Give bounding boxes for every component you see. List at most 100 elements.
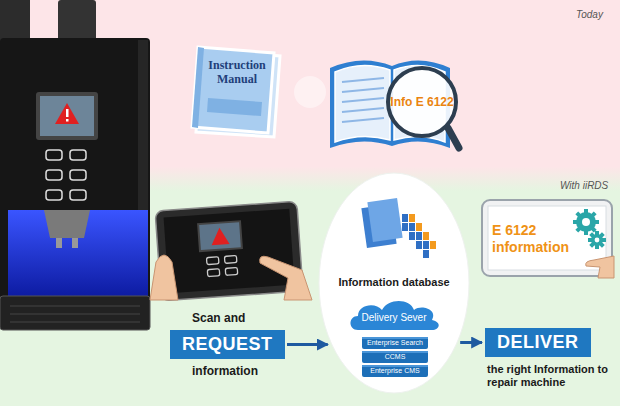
result-tablet-shape-part — [582, 218, 590, 226]
scanning-tablet-part-part-part — [207, 269, 219, 277]
band-label: Today — [576, 9, 603, 21]
coffee-machine-part-part — [10, 306, 140, 307]
coffee-machine-part — [55, 103, 79, 124]
coffee-machine-part — [10, 306, 140, 322]
scanning-tablet-part-part — [155, 201, 303, 301]
book-magnifier: Info E 6122 — [326, 42, 462, 154]
result-tablet-shape-part — [586, 256, 614, 278]
server-label: Enterprise Search — [362, 339, 428, 347]
database-ellipse-shape-part — [362, 351, 428, 363]
book-magnifier-shape-part — [342, 108, 384, 112]
coffee-machine-part — [36, 92, 98, 140]
node-text: Scan and — [192, 311, 245, 325]
database-ellipse-shape-part — [416, 241, 422, 249]
database-ellipse-shape-part — [430, 241, 436, 249]
database-ellipse: Information databaseDelivery Sever — [318, 172, 470, 394]
scanning-tablet-part-part — [210, 227, 229, 245]
server-label: Enterprise CMS — [362, 367, 428, 375]
deliver-box: DELIVERthe right Information to repair m… — [485, 328, 591, 357]
database-ellipse-shape-part — [416, 223, 422, 231]
scanning-tablet-part-part-part — [225, 268, 237, 276]
database-ellipse-shape-part — [362, 351, 428, 353]
coffee-machine-part — [8, 210, 148, 298]
database-ellipse-shape-part — [402, 214, 408, 222]
coffee-machine-part — [40, 96, 94, 136]
coffee-machine-part — [46, 150, 86, 200]
database-ellipse-shape-part — [362, 365, 428, 367]
database-ellipse-shape-part — [409, 214, 415, 222]
scanning-tablet-part-part — [164, 209, 295, 294]
delivery-cloud: Delivery Sever — [346, 296, 442, 332]
coffee-machine-part — [66, 119, 69, 122]
coffee-machine-part-part — [70, 190, 86, 200]
database-ellipse-shape-part — [409, 223, 415, 231]
database-ellipse-shape-part — [423, 232, 429, 240]
coffee-machine-part-part — [46, 150, 62, 160]
manual-icon: Instruction Manual — [188, 44, 284, 138]
database-ellipse-shape-part — [423, 250, 429, 258]
database-ellipse-shape-part — [362, 365, 428, 377]
database-ellipse-shape-part — [362, 337, 428, 339]
scanning-tablet-part-part-part — [224, 256, 236, 264]
scanning-tablet-part-part-part — [206, 257, 218, 265]
manual-icon-shape-part — [192, 47, 274, 133]
database-ellipse-shape-part — [319, 173, 469, 393]
manual-icon-shape-part — [192, 47, 204, 128]
node-text: the right Information to repair machine — [487, 363, 611, 389]
result-tablet-shape-part — [488, 206, 606, 270]
result-tablet: E 6122 information — [480, 198, 614, 278]
box-title: DELIVER — [497, 332, 579, 353]
band-label: With iiRDS — [560, 180, 608, 192]
coffee-machine-part — [56, 238, 62, 248]
box-title: REQUEST — [182, 334, 273, 355]
node-text: information — [192, 364, 258, 378]
database-ellipse-shape-part — [362, 337, 428, 349]
coffee-machine-part-part — [46, 170, 62, 180]
result-tablet-shape-part — [576, 212, 596, 232]
scanning-tablet-part — [150, 255, 178, 300]
node-text: E 6122 information — [492, 222, 578, 256]
book-magnifier-shape-part — [388, 68, 456, 136]
node-text: Delivery Sever — [346, 312, 442, 324]
coffee-machine — [0, 0, 150, 330]
coffee-machine-part — [0, 296, 150, 330]
coffee-machine-part — [0, 38, 150, 300]
book-magnifier-shape-part — [342, 118, 384, 122]
coffee-machine-part-part — [70, 150, 86, 160]
coffee-machine-part — [44, 210, 90, 238]
database-ellipse-shape-part — [423, 241, 429, 249]
result-tablet-shape-part — [591, 234, 603, 246]
soft-glow — [294, 76, 326, 108]
server-label: CCMS — [362, 353, 428, 361]
scanning-tablet-part — [155, 201, 303, 301]
scanning-tablet-part-part — [198, 221, 242, 251]
scanning-tablet-part-part — [206, 256, 237, 277]
database-ellipse-shape-part — [402, 223, 408, 231]
node-text: Information database — [318, 276, 470, 289]
manual-icon-shape-part — [207, 98, 262, 116]
coffee-machine-part-part — [10, 322, 140, 323]
coffee-machine-part — [72, 238, 78, 248]
node-text: Instruction Manual — [204, 58, 270, 87]
book-magnifier-shape-part — [342, 88, 384, 92]
book-magnifier-shape-part — [335, 65, 390, 142]
database-ellipse-shape-part — [409, 232, 415, 240]
flow-arrow — [460, 341, 482, 344]
coffee-machine-part — [66, 109, 69, 117]
node-text: Info E 6122 — [390, 95, 453, 109]
scanning-tablet — [150, 201, 312, 301]
coffee-machine-part-part — [10, 314, 140, 315]
book-magnifier-shape-part — [342, 98, 384, 102]
coffee-machine-part-part — [46, 190, 62, 200]
coffee-machine-part-part — [70, 170, 86, 180]
database-ellipse-shape-part — [367, 198, 402, 242]
flow-arrow — [287, 343, 328, 346]
book-magnifier-shape-part — [342, 78, 384, 82]
scanning-tablet-part — [260, 256, 312, 300]
database-ellipse-shape-part — [416, 232, 422, 240]
book-magnifier-shape-part — [448, 128, 459, 148]
result-tablet-shape-part — [595, 238, 600, 243]
